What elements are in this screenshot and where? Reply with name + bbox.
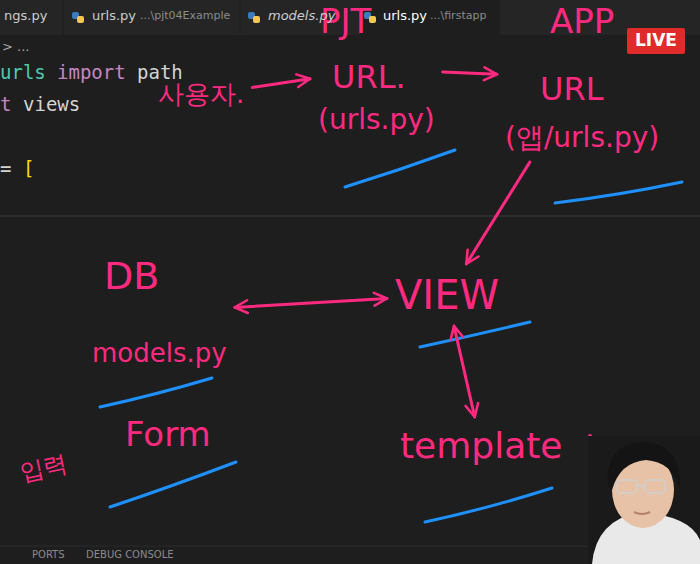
underline — [425, 488, 552, 522]
hand-label: 입력 — [18, 450, 71, 487]
hand-text: URL. — [332, 59, 406, 96]
underline — [110, 462, 236, 507]
hand-arrow — [443, 72, 497, 74]
hand-note: template — [400, 425, 563, 466]
hand-note: VIEW — [395, 272, 499, 318]
tab-title: urls.py — [92, 9, 136, 24]
tab-title: urls.py — [383, 9, 427, 24]
live-badge: LIVE — [627, 28, 685, 54]
hand-note: APP URL (앱/urls.py) — [505, 2, 659, 154]
panel-tab: PORTS — [32, 549, 65, 561]
hand-text: DB — [104, 255, 159, 299]
underline — [345, 150, 455, 187]
tab-path: ...\pjt04Example — [140, 10, 230, 23]
panel-separator — [0, 216, 700, 217]
hand-text: (앱/urls.py) — [505, 122, 659, 154]
hand-arrow — [454, 326, 475, 417]
tab-title: ngs.py — [4, 9, 47, 24]
hand-arrow — [235, 299, 387, 308]
hand-text: (urls.py) — [318, 104, 435, 136]
hand-text: APP — [550, 2, 614, 41]
underline — [100, 378, 212, 407]
underline — [420, 322, 530, 347]
hand-arrow — [466, 162, 530, 264]
hand-text: models.py — [92, 339, 227, 369]
code-token: path — [137, 62, 183, 84]
code-token: t — [0, 94, 11, 116]
tab-title: models.py — [268, 9, 335, 24]
hand-label: Form — [125, 415, 211, 454]
hand-text: URL — [540, 71, 603, 108]
code-token: = — [0, 158, 11, 180]
active-tab-edge — [360, 33, 500, 35]
tab-path: ...\firstapp — [430, 10, 486, 23]
hand-text: template — [400, 425, 563, 466]
code-token: import — [57, 62, 126, 84]
code-token: [ — [23, 158, 34, 180]
breadcrumb: > ... — [2, 40, 29, 55]
hand-arrow — [252, 79, 310, 88]
hand-text: VIEW — [395, 272, 499, 318]
panel-tab-line — [0, 546, 590, 547]
hand-note: DB models.py — [92, 255, 227, 369]
tab-divider — [240, 0, 241, 35]
underline — [555, 182, 682, 203]
active-tab — [360, 0, 500, 35]
panel-tab: DEBUG CONSOLE — [86, 549, 174, 561]
code-token: views — [23, 94, 80, 116]
hand-text: 사용자. — [158, 80, 244, 110]
hand-note: 사용자. — [158, 80, 244, 110]
webcam-person — [588, 436, 700, 564]
python-icon — [248, 12, 260, 23]
tab-divider — [63, 0, 64, 35]
code-token: urls — [0, 62, 46, 84]
python-icon — [72, 12, 84, 23]
